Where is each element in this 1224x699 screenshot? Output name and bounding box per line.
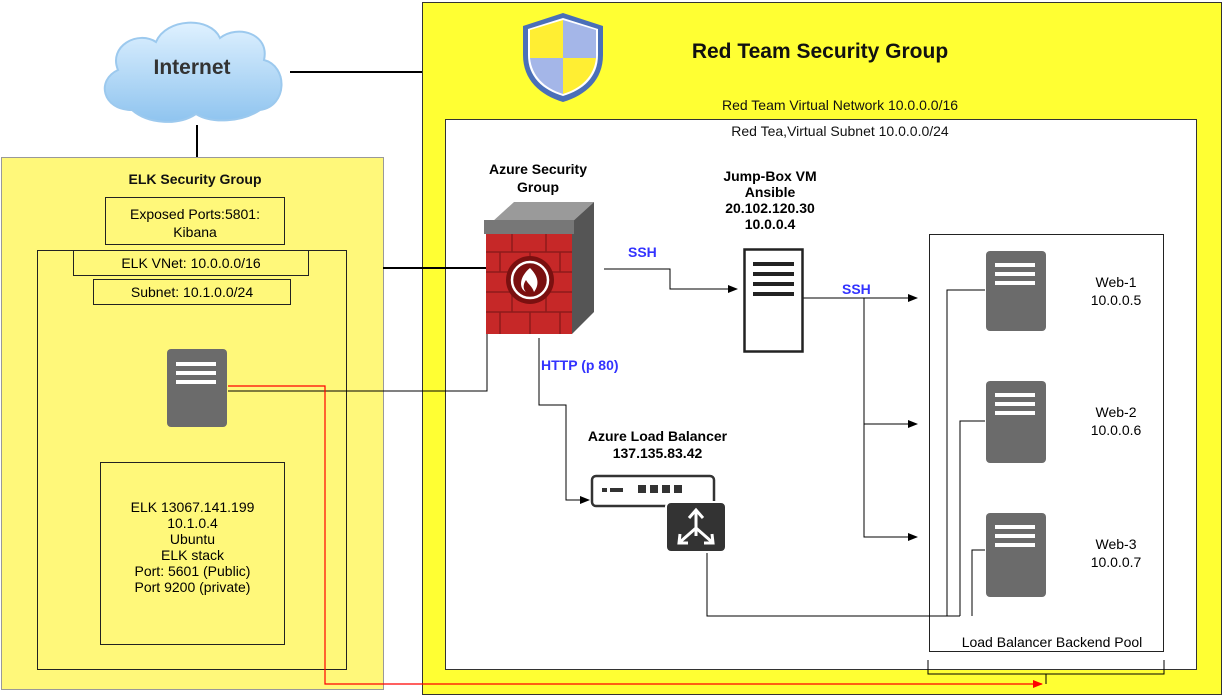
elk-detail-line: ELK stack: [160, 547, 225, 563]
http-link: [538, 338, 590, 504]
lb-title-line: 137.135.83.42: [612, 445, 703, 461]
web-3-label: Web-3 10.0.0.7: [1078, 535, 1154, 571]
shield-icon: [523, 13, 603, 102]
elk-subnet-label: Subnet: 10.1.0.0/24: [130, 284, 254, 300]
backend-pool-label: Load Balancer Backend Pool: [961, 634, 1143, 650]
exposed-ports-line-2: Kibana: [173, 224, 217, 240]
lb-title: Azure Load Balancer 137.135.83.42: [560, 428, 755, 462]
backend-pool-box: [929, 234, 1164, 652]
azure-sg-title-line: Azure Security: [488, 161, 588, 177]
internet-label: Internet: [153, 56, 231, 79]
elk-detail-line: Port 9200 (private): [134, 579, 251, 595]
elk-detail-line: 10.1.0.4: [167, 515, 218, 531]
red-line: [228, 385, 1043, 688]
elk-group-title: ELK Security Group: [128, 171, 262, 187]
load-balancer-icon: [590, 474, 727, 553]
web-1-name: Web-1: [1095, 274, 1137, 290]
red-team-vnet-label: Red Team Virtual Network 10.0.0.0/16: [721, 97, 959, 113]
elk-details-box: [100, 462, 285, 645]
internet-cloud: Internet: [92, 10, 292, 130]
web-1-server-icon: [986, 251, 1046, 331]
azure-sg-title-line: Group: [517, 179, 559, 195]
jumpbox-title-line: Jump-Box VM: [723, 168, 817, 184]
ssh-label-2: SSH: [842, 281, 871, 297]
jumpbox-server-icon: [743, 248, 804, 353]
ssh-label-1: SSH: [628, 244, 657, 260]
jumpbox-title-line: 20.102.120.30: [725, 200, 815, 216]
elk-vnet-label: ELK VNet: 10.0.0.0/16: [121, 255, 261, 271]
red-team-subnet-label: Red Tea,Virtual Subnet 10.0.0.0/24: [731, 123, 949, 139]
azure-sg-title: Azure Security Group: [468, 160, 608, 196]
elk-detail-line: ELK 13067.141.199: [130, 499, 255, 515]
web-3-server-icon: [986, 513, 1046, 597]
elk-server-link: [228, 321, 488, 392]
backend-bracket: [927, 660, 1165, 675]
http-label: HTTP (p 80): [541, 357, 619, 373]
web-2-ip: 10.0.0.6: [1090, 422, 1142, 438]
elk-details: ELK 13067.141.199 10.1.0.4 Ubuntu ELK st…: [100, 499, 285, 595]
web-1-ip: 10.0.0.5: [1090, 292, 1142, 308]
elk-detail-line: Port: 5601 (Public): [134, 563, 251, 579]
lb-backend-link: [706, 551, 960, 617]
firewall-icon: [484, 202, 594, 334]
jumpbox-title-line: 10.0.0.4: [744, 216, 796, 232]
web-2-name: Web-2: [1095, 404, 1137, 420]
web-2-server-icon: [986, 381, 1046, 463]
elk-server-icon: [167, 349, 227, 427]
exposed-ports-box: Exposed Ports:5801: Kibana: [105, 197, 285, 245]
ssh-link-1: [604, 268, 738, 293]
lb-title-line: Azure Load Balancer: [587, 428, 728, 444]
web-1-label: Web-1 10.0.0.5: [1078, 273, 1154, 309]
elk-vnet-label-box: ELK VNet: 10.0.0.0/16: [73, 250, 309, 276]
elk-detail-line: Ubuntu: [169, 531, 216, 547]
cloud-icon: [103, 21, 283, 123]
web-3-ip: 10.0.0.7: [1090, 554, 1142, 570]
red-team-title: Red Team Security Group: [691, 40, 949, 63]
jumpbox-title-line: Ansible: [744, 184, 796, 200]
jumpbox-title: Jump-Box VM Ansible 20.102.120.30 10.0.0…: [700, 168, 840, 232]
web-2-label: Web-2 10.0.0.6: [1078, 403, 1154, 439]
exposed-ports-line-1: Exposed Ports:5801:: [130, 206, 260, 222]
web-3-name: Web-3: [1095, 536, 1137, 552]
elk-subnet-label-box: Subnet: 10.1.0.0/24: [93, 279, 291, 305]
